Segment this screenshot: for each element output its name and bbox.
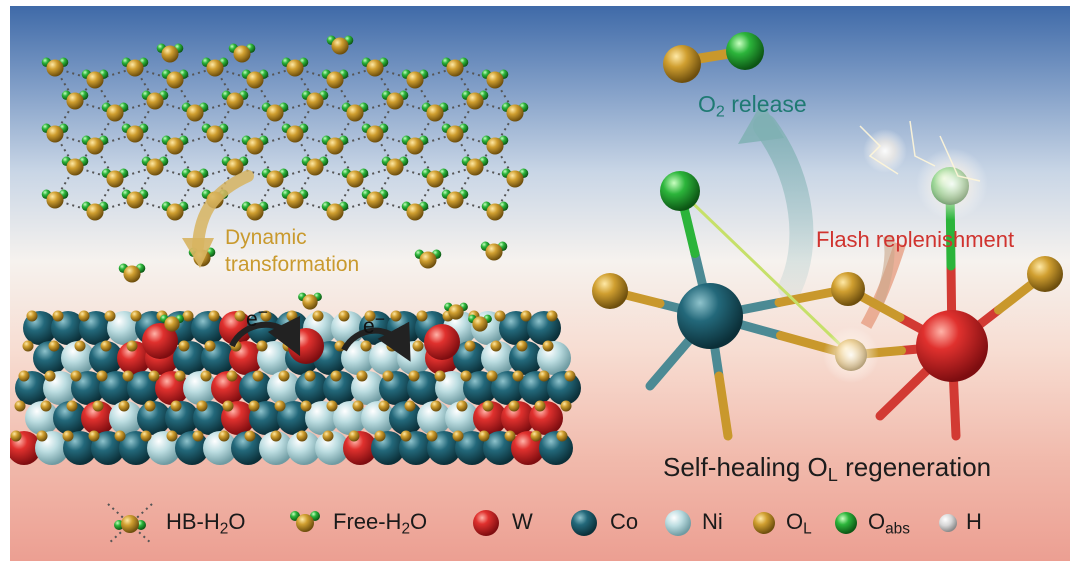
legend-text-ol: OL [786, 509, 812, 538]
free-h2o-icon [290, 511, 320, 532]
self-healing-label: Self-healing OL regeneration [663, 452, 991, 486]
dynamic-arrow-head [182, 238, 214, 268]
dynamic-transformation-label: Dynamic transformation [225, 224, 359, 278]
heal-sub: L [827, 465, 838, 486]
o2-sub: 2 [715, 102, 725, 121]
w-atom-icon [473, 510, 499, 536]
molecular-model [592, 32, 1063, 441]
electron-sup: − [374, 309, 385, 329]
flash-replenishment-label: Flash replenishment [816, 227, 1015, 252]
figure-panel: Dynamic transformation e− e− O2 release … [10, 6, 1070, 561]
o2-release-arrow [753, 114, 814, 300]
oabs-atom-icon [835, 512, 857, 534]
electron-sup: − [257, 302, 268, 322]
electron-text: e [363, 315, 375, 338]
h-atom-icon [939, 514, 957, 532]
legend: HB-H2O Free-H2O W Co Ni OL Oabs [10, 498, 1070, 548]
legend-text-co: Co [610, 509, 639, 534]
electron-label-1: e− [246, 302, 268, 332]
illustration-scene [10, 32, 1063, 465]
co-atom-icon [571, 510, 597, 536]
legend-text-w: W [512, 509, 533, 534]
electron-label-2: e− [363, 309, 385, 339]
ol-atom-icon [753, 512, 775, 534]
flash-arrow-up [873, 235, 895, 308]
o2-arrow-head [738, 102, 784, 144]
heal-suffix: regeneration [837, 452, 992, 482]
dynamic-line-2: transformation [225, 253, 360, 276]
legend-text-h: H [966, 509, 982, 534]
legend-text-hb-h2o: HB-H2O [166, 509, 246, 538]
o2-suffix: release [724, 91, 807, 117]
electron-text: e [246, 308, 258, 331]
catalyst-slab [10, 292, 581, 465]
legend-text-free-h2o: Free-H2O [333, 509, 428, 538]
dynamic-transformation-arrow [192, 170, 254, 252]
dynamic-line-1: Dynamic [225, 226, 307, 249]
hb-h2o-icon [107, 503, 153, 545]
o2-prefix: O [698, 91, 716, 117]
legend-text-ni: Ni [702, 509, 723, 534]
electron-arrow-2 [341, 321, 411, 362]
legend-text-oabs: Oabs [868, 509, 910, 538]
electron-arrow-1 [229, 315, 301, 357]
o2-release-label: O2 release [698, 91, 807, 122]
ni-atom-icon [665, 510, 691, 536]
heal-prefix: Self-healing O [663, 452, 828, 482]
